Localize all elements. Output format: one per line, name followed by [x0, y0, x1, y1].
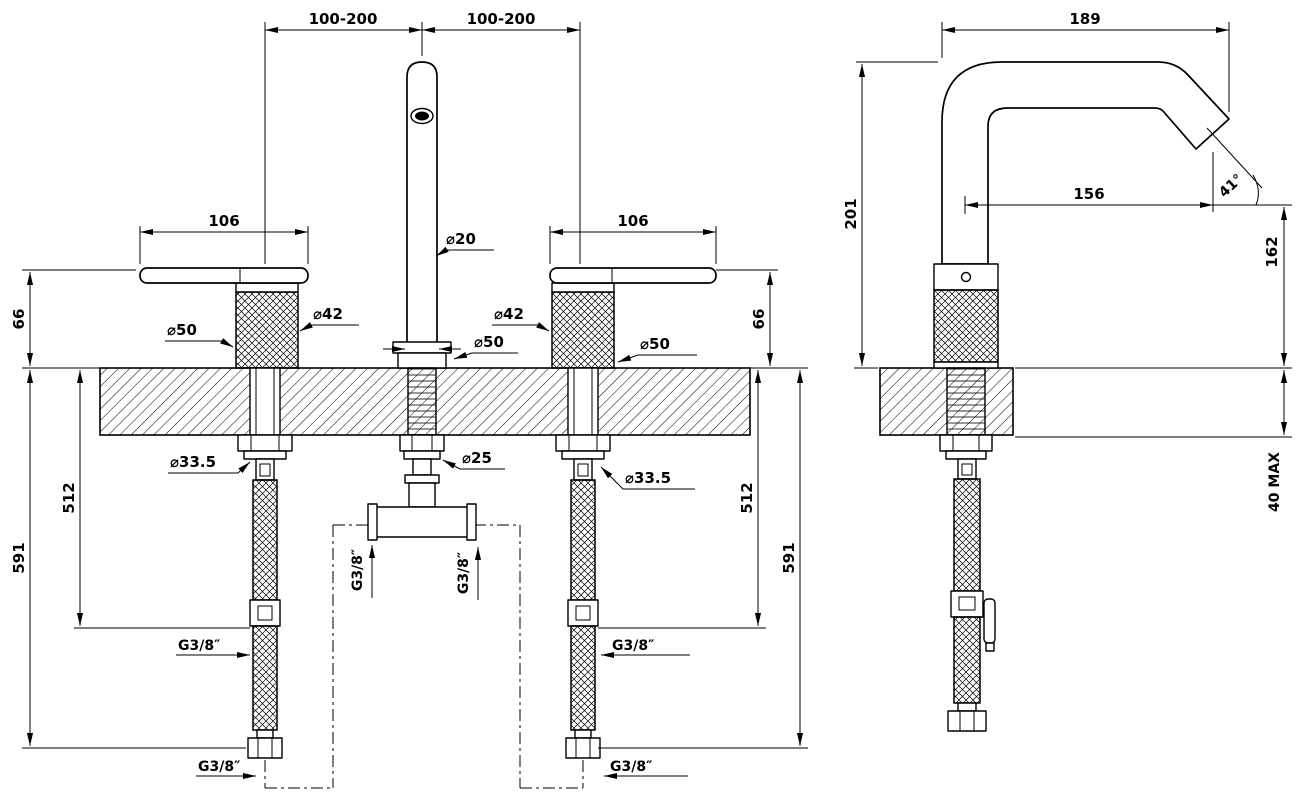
dimensions-front: 100-200 100-200 106 106 ⌀20 ⌀42 ⌀50 ⌀42 …: [10, 10, 808, 780]
dim-spout-height: 201: [842, 198, 860, 229]
dim-outlet-projection: 156: [1073, 185, 1104, 203]
label-hose-end-thread-left: G3/8″: [198, 759, 240, 775]
dim-handle-length-left: 106: [208, 212, 239, 230]
dim-shank-diameter-right: ⌀33.5: [625, 469, 671, 487]
hose-fitting-right: [567, 599, 599, 627]
flex-hose-left-lower: [252, 625, 278, 731]
dim-span-left: 100-200: [309, 10, 378, 28]
tee-fitting: [375, 506, 469, 538]
handle-right-lever: [549, 267, 717, 284]
spout-shank: [407, 367, 437, 436]
dim-body-diameter-right: ⌀50: [640, 335, 670, 353]
under-counter-right: [555, 367, 611, 759]
front-view: 100-200 100-200 106 106 ⌀20 ⌀42 ⌀50 ⌀42 …: [10, 10, 808, 789]
hose-end-nut-side: [947, 710, 987, 732]
shank-right: [567, 367, 599, 436]
dim-spout-diameter: ⌀20: [446, 230, 476, 248]
flex-hose-left-upper: [252, 479, 278, 601]
flex-hose-right-upper: [570, 479, 596, 601]
dim-deck-height-left: 66: [10, 309, 28, 330]
dim-hose-591-right: 591: [780, 542, 798, 573]
label-tee-thread-right: G3/8″: [456, 552, 472, 594]
mounting-nut-right: [555, 434, 611, 452]
dim-cap-diameter-right: ⌀42: [494, 305, 524, 323]
shank-left: [249, 367, 281, 436]
hose-fitting-side: [950, 590, 984, 618]
second-hose-fitting-side: [983, 598, 996, 644]
dim-shank-diameter-left: ⌀33.5: [170, 453, 216, 471]
dim-span-right: 100-200: [467, 10, 536, 28]
mounting-nut-side: [939, 434, 993, 452]
dimensions-side: 189 201 156 41° 162 40 MAX: [842, 10, 1292, 512]
set-screw: [960, 271, 972, 283]
shank-side: [946, 367, 986, 436]
dim-hose-512-right: 512: [738, 482, 756, 513]
dim-spout-base-diameter: ⌀50: [474, 333, 504, 351]
label-hose-end-thread-right: G3/8″: [610, 759, 652, 775]
aerator: [415, 111, 429, 121]
body-side: [933, 263, 999, 369]
under-counter-center: [367, 367, 477, 541]
under-counter-side: [939, 367, 996, 732]
handle-left: [139, 267, 309, 369]
dim-deck-thickness-max: 40 MAX: [1267, 452, 1283, 512]
dim-outlet-height: 162: [1263, 236, 1281, 267]
spout-nut: [399, 434, 445, 452]
handle-left-lever: [139, 267, 309, 284]
outlet-angle-line: [1206, 127, 1263, 189]
dim-hose-591-left: 591: [10, 542, 28, 573]
handle-right-knurled-body: [551, 291, 615, 369]
handle-left-knurled-body: [235, 291, 299, 369]
label-hose-thread-left: G3/8″: [178, 638, 220, 654]
dim-cap-diameter-left: ⌀42: [313, 305, 343, 323]
body-knurled-side: [933, 289, 999, 363]
flex-hose-right-lower: [570, 625, 596, 731]
flex-hose-side-upper: [953, 478, 981, 592]
dim-outlet-angle: 41°: [1216, 171, 1246, 201]
dim-handle-length-right: 106: [617, 212, 648, 230]
hose-fitting-left: [249, 599, 281, 627]
hose-end-nut-left: [247, 737, 283, 759]
spout-side: [941, 61, 1230, 265]
hose-end-nut-right: [565, 737, 601, 759]
dim-center-shank-diameter: ⌀25: [462, 449, 492, 467]
handle-right: [549, 267, 717, 369]
under-counter-left: [237, 367, 293, 759]
outlet-angle-arc: [1252, 174, 1259, 206]
dim-spout-reach: 189: [1069, 10, 1100, 28]
label-hose-thread-right: G3/8″: [612, 638, 654, 654]
flex-hose-side-lower: [953, 616, 981, 704]
dim-deck-height-right: 66: [750, 309, 768, 330]
side-view: 189 201 156 41° 162 40 MAX: [842, 10, 1292, 732]
mounting-nut-left: [237, 434, 293, 452]
hose-routing-centerlines: [264, 524, 584, 789]
label-tee-thread-left: G3/8″: [350, 549, 366, 591]
spout-front: [392, 61, 452, 369]
dim-body-diameter-left: ⌀50: [167, 321, 197, 339]
dim-hose-512-left: 512: [60, 482, 78, 513]
